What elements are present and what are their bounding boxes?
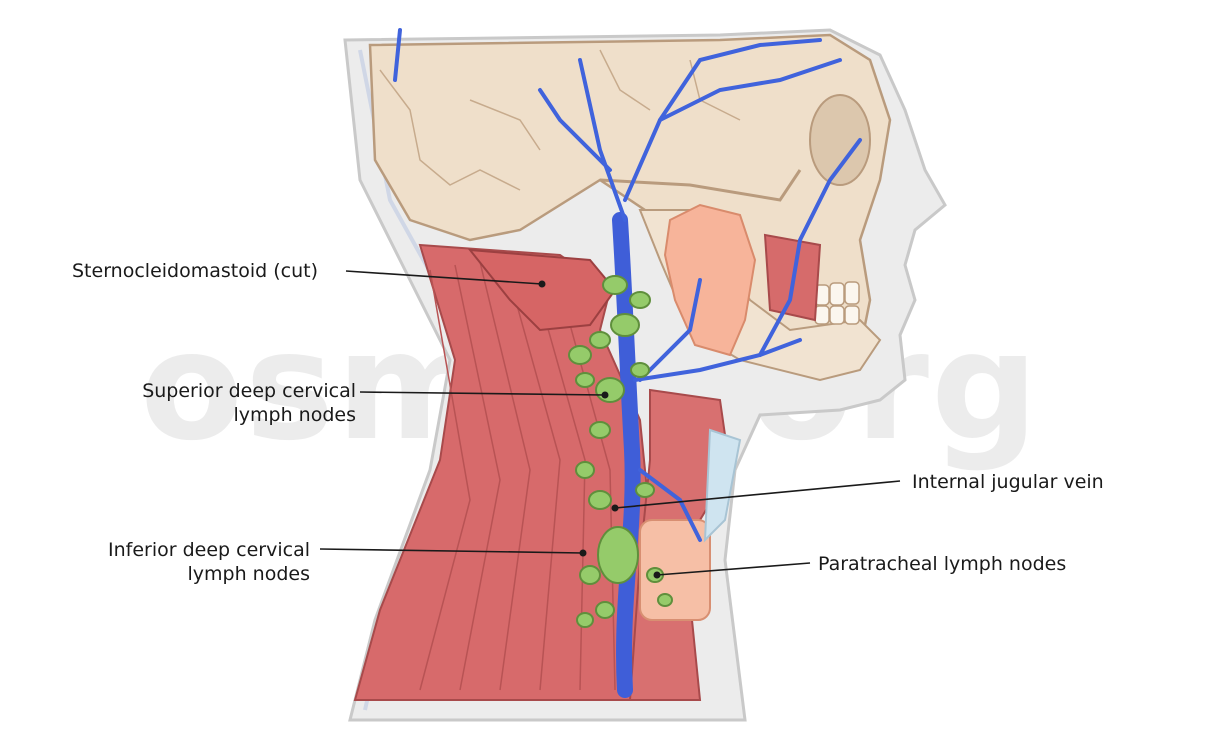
teeth <box>814 281 860 325</box>
vein-branches <box>393 28 862 542</box>
label-paratracheal-lymph-nodes: Paratracheal lymph nodes <box>818 553 1067 575</box>
lymph-nodes <box>568 275 673 628</box>
skull-sutures <box>379 49 741 191</box>
label-inferior-deep-cervical: Inferior deep cervical lymph nodes <box>80 538 310 586</box>
label-internal-jugular-vein: Internal jugular vein <box>912 471 1104 493</box>
label-inferior-line2: lymph nodes <box>187 563 311 585</box>
label-sternocleidomastoid: Sternocleidomastoid (cut) <box>72 260 318 282</box>
orbit <box>809 94 871 186</box>
label-inferior-line1: Inferior deep cervical <box>108 539 310 561</box>
label-superior-deep-cervical: Superior deep cervical lymph nodes <box>120 379 356 427</box>
label-superior-line1: Superior deep cervical <box>142 380 356 402</box>
sternocleidomastoid-cut <box>467 248 617 332</box>
larynx <box>703 428 742 543</box>
internal-jugular-vein <box>612 212 641 698</box>
leader-lines <box>319 270 901 576</box>
thyroid-area <box>639 519 711 621</box>
zygomatic-arch <box>599 169 802 202</box>
leader-dots <box>538 280 661 579</box>
label-superior-line2: lymph nodes <box>233 404 357 426</box>
parotid-gland <box>663 203 757 357</box>
muscle-fibers <box>419 261 616 691</box>
